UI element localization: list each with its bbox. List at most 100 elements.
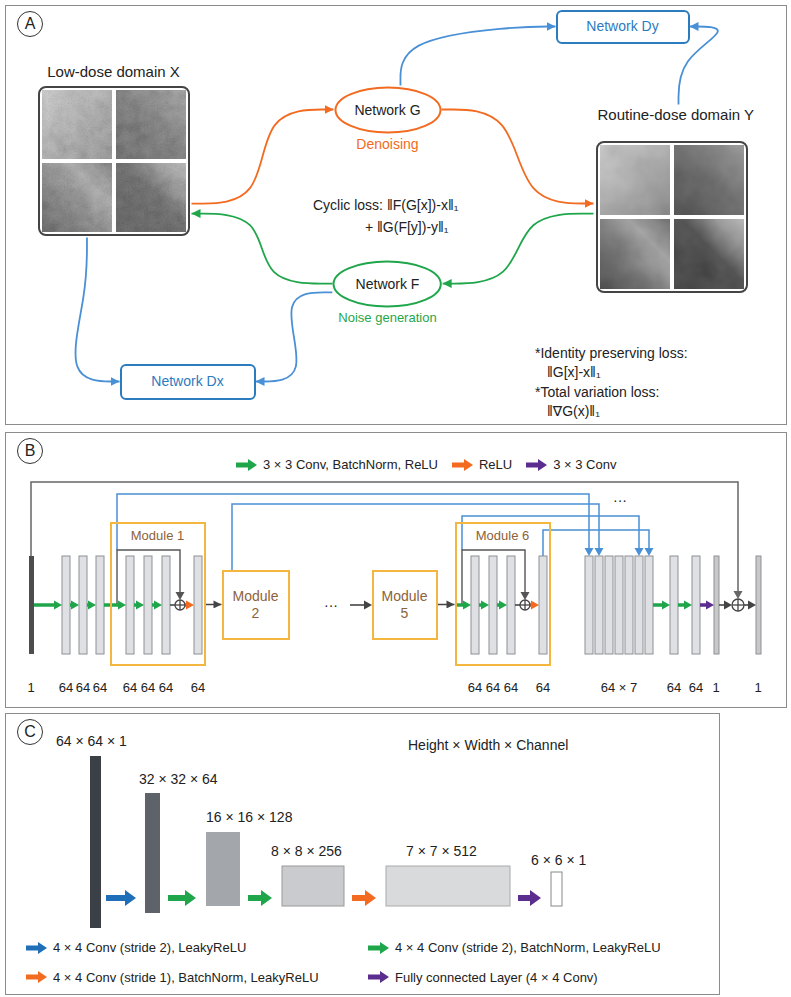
conv-bn-relu-arrows — [684, 601, 692, 610]
legend: 3 × 3 Conv, BatchNorm, ReLU ReLU 3 × 3 Con… — [236, 457, 616, 473]
box-label: Module 5 — [378, 588, 432, 622]
module-heading: Module 6 — [457, 524, 549, 544]
legend-item: 3 × 3 Conv — [526, 457, 616, 473]
feature-map — [144, 556, 152, 654]
routine-dose-images — [600, 219, 670, 289]
feature-map — [62, 556, 761, 654]
channel-count: 64 — [190, 680, 206, 696]
feature-map — [714, 556, 719, 654]
legend: 4 × 4 Conv (stride 2), LeakyReLU4 × 4 Co… — [26, 940, 661, 985]
conv-bn-relu-arrows — [481, 601, 489, 610]
discriminator-maps — [90, 756, 101, 928]
network-role: Denoising — [334, 136, 442, 153]
module-box: Module 2 — [222, 570, 290, 640]
legend-swatch — [452, 459, 474, 471]
add-symbol — [175, 600, 185, 610]
legend-arrow — [26, 971, 47, 983]
feature-map — [471, 556, 479, 654]
connector-arrow — [76, 238, 120, 382]
legend-arrow — [26, 942, 47, 954]
low-dose-images — [116, 163, 186, 232]
skip-arrowheads — [734, 591, 743, 599]
relu-arrows — [531, 601, 539, 610]
plain-arrows — [515, 604, 520, 606]
legend-text: ReLU — [479, 457, 512, 473]
channel-count: 64 — [122, 680, 138, 696]
legend-text: 4 × 4 Conv (stride 1), BatchNorm, LeakyR… — [53, 970, 319, 986]
tensor-size: 64 × 64 × 1 — [55, 733, 128, 750]
discriminator-maps — [386, 866, 510, 906]
tensor-size: 16 × 16 × 128 — [205, 809, 293, 826]
routine-dose-images — [600, 219, 670, 289]
network-ellipse: Network GDenoising — [334, 86, 442, 166]
feature-map — [670, 556, 678, 654]
feature-map — [62, 556, 70, 654]
conv-bn-relu-arrows — [34, 601, 692, 610]
legend-item: 3 × 3 Conv, BatchNorm, ReLU — [236, 457, 438, 473]
loss-formula: ‖G[x]-x‖₁ — [546, 364, 602, 381]
skip-arrowheads — [595, 548, 604, 556]
channel-count: 64 — [535, 680, 551, 696]
connector-arrow — [256, 292, 333, 381]
feature-map — [507, 556, 515, 654]
discriminator-arrows — [106, 890, 541, 906]
feature-map — [585, 556, 593, 654]
box-label: Network Dy — [586, 18, 658, 35]
conv-bn-relu-arrows — [678, 603, 685, 607]
channel-count: 64 — [688, 680, 704, 696]
tensor-size: 7 × 7 × 512 — [405, 843, 478, 860]
network-role: Noise generation — [332, 310, 442, 326]
feature-map — [126, 556, 134, 654]
box-label: Network Dx — [151, 373, 223, 390]
loss-formula: + ‖G(F[y])-y‖₁ — [364, 219, 450, 236]
legend-swatch — [526, 459, 548, 471]
conv-bn-relu-arrows — [499, 601, 507, 610]
legend-text: 4 × 4 Conv (stride 2), BatchNorm, LeakyR… — [395, 940, 661, 956]
connector-arrow — [400, 27, 555, 86]
conv-bn-relu-arrows — [154, 601, 162, 610]
legend-item: ReLU — [452, 457, 512, 473]
routine-dose-images — [600, 145, 670, 215]
low-dose-images — [42, 90, 112, 159]
image-domain: Routine-dose domain Y — [594, 105, 764, 295]
image-domain: Low-dose domain X — [36, 62, 192, 238]
channel-count: 1 — [711, 680, 720, 696]
channel-count: 64 — [75, 680, 91, 696]
legend-text: 3 × 3 Conv, BatchNorm, ReLU — [263, 457, 438, 473]
feature-map — [162, 556, 170, 654]
legend-item: 4 × 4 Conv (stride 1), BatchNorm, LeakyR… — [26, 970, 368, 986]
discriminator-arrows — [185, 890, 196, 906]
discriminator-arrows — [530, 890, 541, 906]
conv-bn-relu-arrows — [118, 601, 126, 610]
low-dose-images — [116, 90, 186, 159]
conv-bn-relu-arrows — [88, 601, 96, 610]
loss-formula: Cyclic loss: ‖F(G[x])-x‖₁ — [312, 197, 459, 214]
figure-panel: BModule 1Module 2Module 5Module 6 — [5, 432, 787, 708]
loss-formula: ‖∇G(x)‖₁ — [546, 403, 601, 420]
discriminator-maps — [551, 872, 562, 906]
feature-map — [489, 556, 497, 654]
figure-panel: ANetwork DyLow-dose domain XNetwork GDen… — [5, 5, 787, 425]
connector-arrow — [442, 110, 594, 204]
tensor-size: 32 × 32 × 64 — [138, 771, 219, 788]
loss-formula: *Total variation loss: — [534, 384, 661, 401]
low-dose-images — [116, 90, 186, 159]
low-dose-images — [42, 90, 112, 159]
discriminator-maps — [282, 866, 344, 906]
discriminator-arrows — [168, 895, 186, 901]
conv-bn-relu-arrows — [662, 601, 670, 610]
input-map — [29, 556, 34, 654]
module-box: Module 5 — [372, 570, 438, 640]
routine-dose-images — [600, 145, 744, 289]
ellipse-outline — [334, 86, 442, 166]
connector-arrow — [206, 604, 222, 606]
add-symbol — [737, 599, 738, 611]
legend-arrow — [236, 459, 257, 471]
channel-count: 64 — [485, 680, 501, 696]
routine-dose-images — [674, 145, 744, 215]
channel-count: 1 — [753, 680, 762, 696]
panel-letter: B — [17, 438, 43, 464]
network-name: Network F — [332, 260, 442, 308]
channel-count: 64 — [92, 680, 108, 696]
plain-arrows — [724, 601, 732, 610]
